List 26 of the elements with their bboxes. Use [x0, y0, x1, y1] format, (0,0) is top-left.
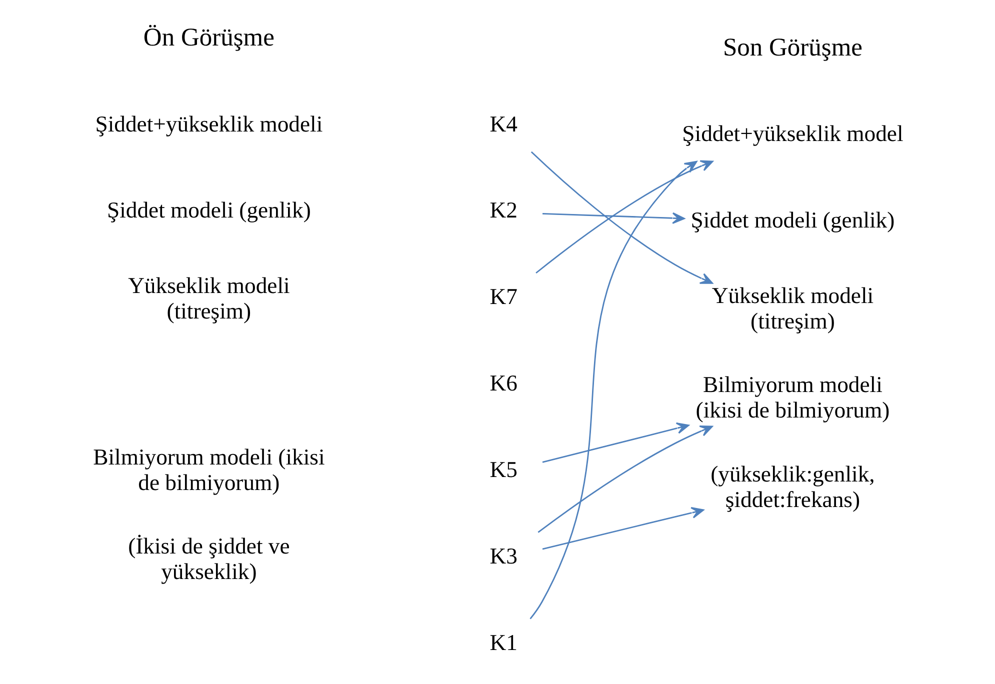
node-text: Yükseklik modeli (titreşim)	[711, 282, 874, 334]
node-text: Bilmiyorum modeli (ikisi de bilmiyorum)	[695, 372, 890, 423]
arrow	[530, 151, 712, 284]
label: Son Görüşme	[722, 32, 862, 62]
arrow	[529, 160, 697, 620]
label: Yükseklik modeli (titreşim)	[128, 272, 290, 324]
node-text: K4	[489, 111, 518, 136]
node-text: K3	[489, 543, 518, 568]
node-text: Şiddet+yükseklik model	[682, 121, 903, 146]
arrow	[542, 422, 689, 463]
label: Şiddet+yükseklik modeli	[94, 111, 322, 136]
node-text: (yükseklik:genlik, şiddet:frekans)	[710, 461, 874, 512]
arrow	[537, 425, 712, 533]
node-text: K1	[489, 630, 518, 655]
label: Şiddet modeli (genlik)	[106, 198, 310, 223]
node-text: K5	[489, 457, 518, 482]
node-text: K7	[489, 284, 518, 310]
label: (İkisi de şiddet ve yükseklik)	[128, 534, 290, 584]
arrow	[542, 212, 684, 224]
node-text: Şiddet modeli (genlik)	[690, 208, 894, 233]
arrow	[535, 160, 713, 274]
label: Bilmiyorum modeli (ikisi de bilmiyorum)	[92, 444, 324, 495]
label: Ön Görüşme	[142, 22, 274, 52]
arrow	[542, 507, 704, 550]
node-text: K6	[489, 370, 518, 396]
node-text: K2	[489, 198, 518, 223]
